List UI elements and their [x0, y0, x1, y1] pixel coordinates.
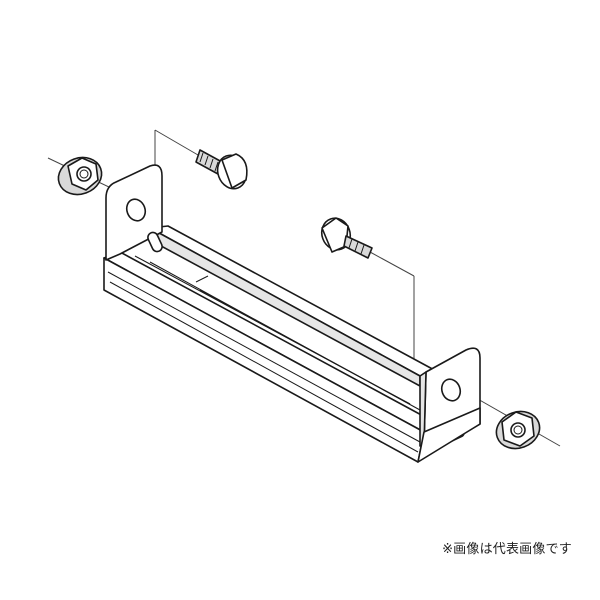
flange-nut-right — [495, 410, 541, 450]
carriage-bolt-left — [195, 149, 248, 190]
flange-nut-left — [57, 156, 103, 196]
bracket-channel — [103, 164, 481, 463]
representative-image-note: ※画像は代表画像です — [442, 542, 572, 557]
carriage-bolt-right — [320, 217, 373, 259]
